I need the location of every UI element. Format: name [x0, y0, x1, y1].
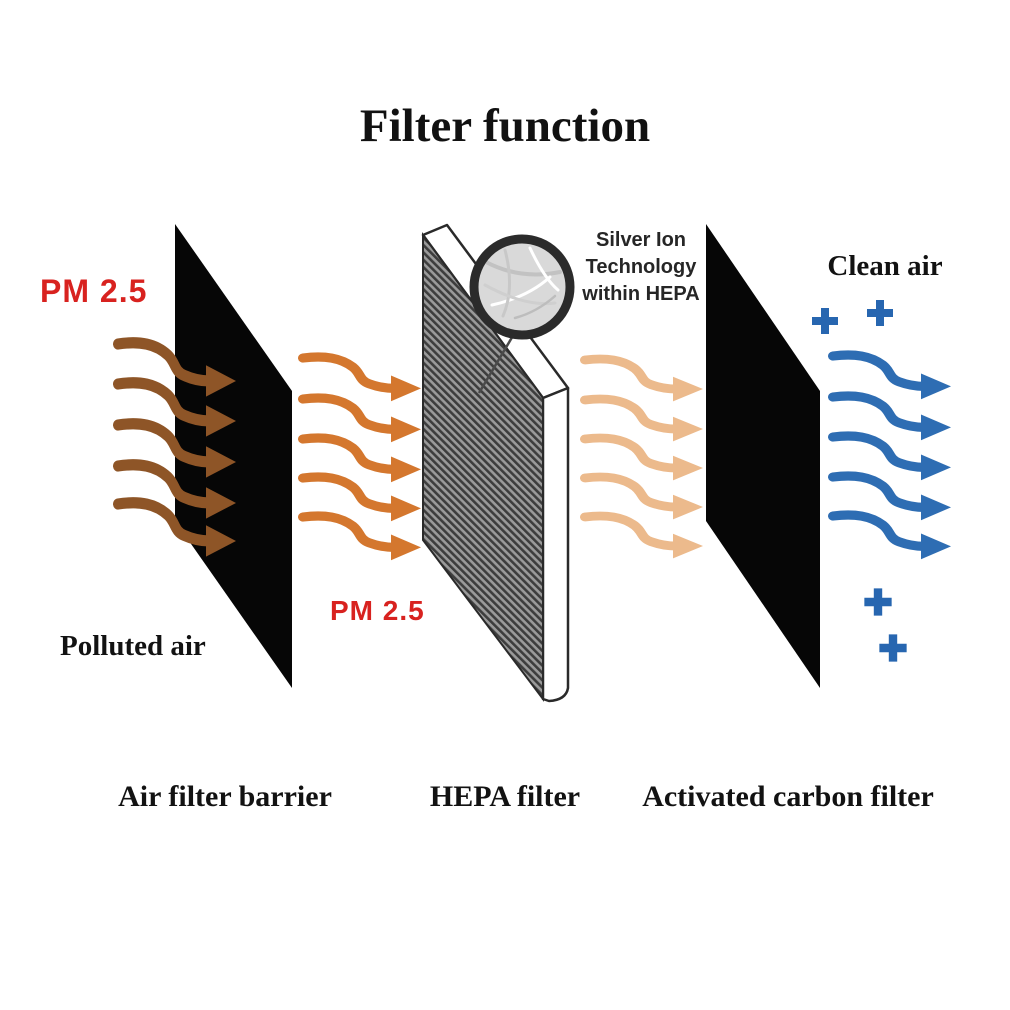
plus-icon [864, 588, 892, 616]
clean-air-arrows [833, 355, 951, 559]
pm25-label-middle: PM 2.5 [330, 595, 425, 626]
silver-ion-caption-line3: within HEPA [582, 283, 700, 305]
filtered-air-arrows [585, 359, 703, 558]
pm25-label-left: PM 2.5 [40, 273, 148, 309]
polluted-air-label: Polluted air [60, 630, 206, 662]
silver-ion-caption: Silver Ion Technology within HEPA [563, 227, 719, 308]
air-filter-barrier-label: Air filter barrier [118, 780, 332, 813]
plus-icon [879, 634, 907, 662]
activated-carbon-filter-label: Activated carbon filter [642, 780, 934, 813]
page-title: Filter function [359, 100, 651, 152]
silver-ion-caption-line1: Silver Ion [595, 229, 687, 251]
hepa-filter-label: HEPA filter [429, 780, 581, 813]
pm25-arrows [303, 357, 421, 560]
silver-ion-caption-line2: Technology [585, 256, 697, 278]
clean-air-label: Clean air [827, 250, 943, 282]
air-filter-barrier-panel [175, 224, 292, 688]
activated-carbon-panel [706, 224, 820, 688]
plus-icon [867, 300, 893, 326]
silver-ion-inset [469, 234, 575, 394]
plus-icon [812, 308, 838, 334]
fibre-texture [483, 246, 562, 320]
